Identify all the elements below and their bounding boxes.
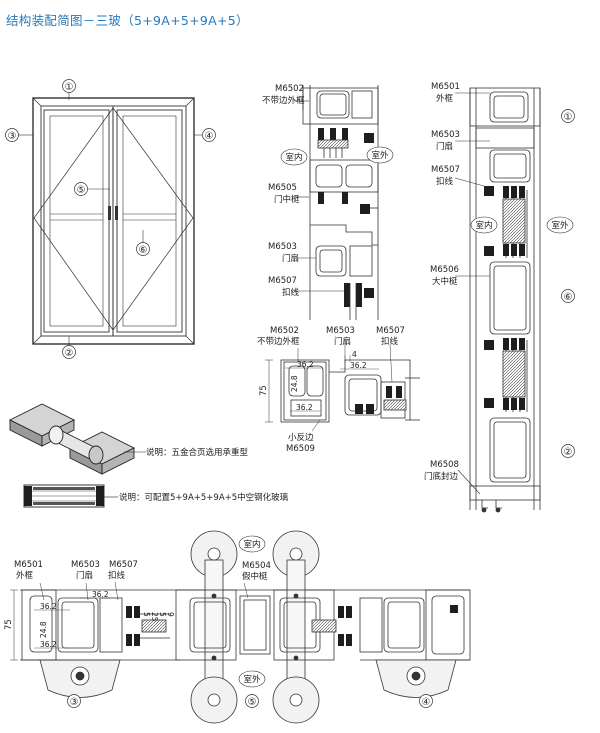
detail-m6502-desc: 不带边外框 — [257, 336, 300, 347]
section-bottom-badges: 室内 室外 ③ ⑤ ④ — [67, 535, 433, 708]
section-top-badges: 室内 室外 — [280, 146, 394, 166]
elevation-drawing — [18, 92, 202, 346]
hinge-drawing — [8, 403, 146, 475]
bottom-callout-5: ⑤ — [248, 697, 257, 708]
detail-m6503-code: M6503 — [326, 326, 355, 336]
bottom-dim-5-a: 5 — [142, 612, 151, 617]
detail-m6503-desc: 门扇 — [334, 336, 351, 347]
label-m6505-code: M6505 — [268, 183, 297, 193]
right-m6501-desc: 外框 — [436, 93, 454, 104]
right-outdoor-label: 室外 — [551, 220, 569, 231]
bottom-m6504-desc: 假中梃 — [242, 571, 268, 582]
right-m6506-desc: 大中梃 — [432, 276, 458, 287]
label-m6507-code: M6507 — [268, 276, 297, 286]
detail-m6509-code: M6509 — [286, 444, 315, 454]
right-m6508-code: M6508 — [430, 460, 459, 470]
indoor-label: 室内 — [285, 152, 302, 163]
detail-m6507-code: M6507 — [376, 326, 405, 336]
bottom-callout-3: ③ — [70, 697, 79, 708]
label-m6503-code: M6503 — [268, 242, 297, 252]
bottom-dim-36-2-c: 36.2 — [40, 640, 57, 649]
detail-m6502-code: M6502 — [270, 326, 299, 336]
hinge-note: 说明：五金合页选用承重型 — [146, 447, 249, 458]
section-right-drawing — [454, 87, 541, 513]
right-m6507-code: M6507 — [431, 165, 460, 175]
detail-m6509-desc: 小反边 — [288, 432, 314, 443]
bottom-indoor-label: 室内 — [243, 539, 260, 550]
label-m6502-desc: 不带边外框 — [262, 95, 305, 106]
right-m6503-code: M6503 — [431, 130, 460, 140]
glass-drawing — [23, 484, 118, 508]
callout-1: ① — [65, 82, 74, 93]
right-m6501-code: M6501 — [431, 82, 460, 92]
bottom-dim-24-8: 24.8 — [39, 621, 48, 638]
label-m6503-desc: 门扇 — [282, 253, 299, 264]
dim-75: 75 — [259, 385, 269, 396]
bottom-dim-9: 9 — [166, 612, 175, 617]
bottom-dim-75: 75 — [4, 619, 14, 630]
section-right-labels: M6501 外框 M6503 门扇 M6507 扣线 M6506 大中梃 M65… — [424, 82, 460, 482]
dim-36-2-b: 36.2 — [350, 361, 367, 370]
section-bottom-dims: 36.2 36.2 36.2 24.8 5 25 5 9 75 — [4, 590, 175, 649]
bottom-outdoor-label: 室外 — [243, 674, 261, 685]
bottom-dim-5-b: 5 — [158, 612, 167, 617]
section-right-badges: 室内 室外 ① ⑥ ② — [470, 109, 575, 458]
bottom-callout-4: ④ — [422, 697, 431, 708]
bottom-m6507-code: M6507 — [109, 560, 138, 570]
right-callout-2: ② — [564, 447, 573, 458]
section-bottom-drawing — [10, 530, 471, 724]
label-m6505-desc: 门中梃 — [274, 194, 300, 205]
dim-4: 4 — [352, 350, 357, 359]
detail-m6507-desc: 扣线 — [381, 336, 399, 347]
bottom-dim-36-2-b: 36.2 — [92, 590, 109, 599]
right-m6507-desc: 扣线 — [436, 176, 454, 187]
bottom-m6503-desc: 门扇 — [76, 570, 93, 581]
section-top-drawing — [294, 85, 379, 320]
right-callout-6: ⑥ — [564, 292, 573, 303]
callout-2: ② — [65, 348, 74, 359]
callout-4: ④ — [205, 131, 214, 142]
bottom-dim-36-2-a: 36.2 — [40, 602, 57, 611]
glass-note: 说明：可配置5+9A+5+9A+5中空钢化玻璃 — [119, 492, 289, 503]
bottom-m6501-desc: 外框 — [16, 570, 34, 581]
dim-36-2-c: 36.2 — [296, 403, 313, 412]
dim-36-2-a: 36.2 — [297, 360, 314, 369]
outdoor-label: 室外 — [371, 150, 389, 161]
bottom-m6507-desc: 扣线 — [108, 570, 126, 581]
right-m6503-desc: 门扇 — [436, 141, 453, 152]
label-m6507-desc: 扣线 — [282, 287, 300, 298]
section-detail-drawing — [265, 340, 420, 432]
bottom-m6501-code: M6501 — [14, 560, 43, 570]
dim-24-8: 24.8 — [290, 375, 299, 392]
callout-3: ③ — [8, 131, 17, 142]
right-indoor-label: 室内 — [475, 220, 492, 231]
page-title: 结构装配简图－三玻（5+9A+5+9A+5） — [6, 13, 249, 28]
bottom-m6503-code: M6503 — [71, 560, 100, 570]
callout-5: ⑤ — [77, 185, 86, 196]
section-detail-labels: M6502 不带边外框 M6503 门扇 M6507 扣线 小反边 M6509 — [257, 326, 405, 454]
right-m6508-desc: 门底封边 — [424, 471, 459, 482]
right-callout-1: ① — [564, 112, 573, 123]
section-detail-dims: 36.2 36.2 36.2 24.8 4 75 — [259, 350, 367, 412]
callout-6: ⑥ — [139, 245, 148, 256]
section-top-labels: M6502 不带边外框 M6505 门中梃 M6503 门扇 M6507 扣线 — [262, 84, 305, 298]
elevation-callouts: ① ③ ④ ⑤ ⑥ ② — [5, 79, 216, 359]
right-m6506-code: M6506 — [430, 265, 459, 275]
section-bottom-labels: M6501 外框 M6503 门扇 M6507 扣线 M6504 假中梃 — [14, 560, 271, 582]
bottom-dim-25: 25 — [150, 612, 159, 622]
bottom-m6504-code: M6504 — [242, 561, 271, 571]
label-m6502-code: M6502 — [275, 84, 304, 94]
